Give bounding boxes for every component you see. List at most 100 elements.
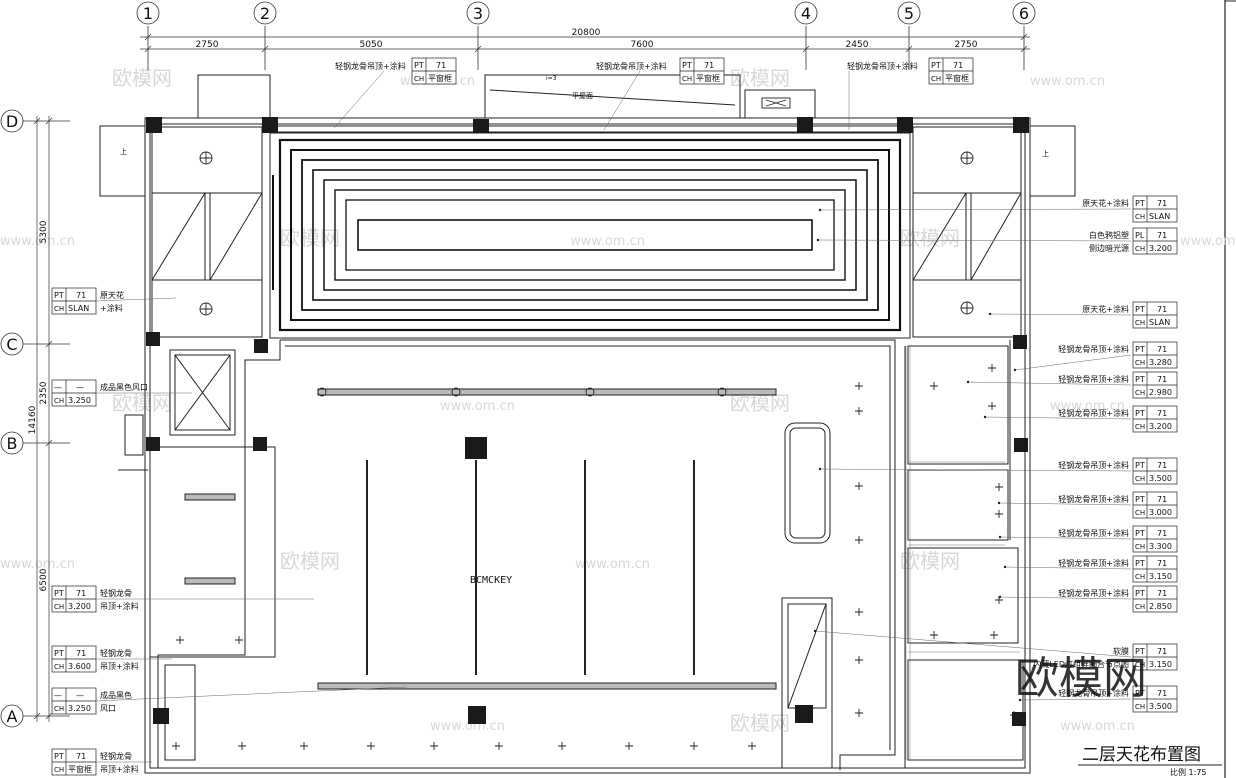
tag-value: 3.280 bbox=[1149, 358, 1172, 367]
watermark-brand: 欧模网 bbox=[900, 226, 960, 250]
dimension-value: 2750 bbox=[196, 40, 219, 50]
stair-up-label: 上 bbox=[120, 147, 127, 156]
tag-value: 3.200 bbox=[1149, 422, 1172, 431]
tag-code: PT bbox=[1135, 345, 1145, 354]
grid-label: A bbox=[7, 707, 18, 726]
tag-value: 3.150 bbox=[1149, 660, 1172, 669]
ceiling-tag: PT 71 CH 平窗框 轻钢龙骨吊顶+涂料 bbox=[333, 57, 457, 129]
watermark-url: www.om.cn bbox=[575, 557, 650, 572]
tag-ch: CH bbox=[54, 603, 64, 611]
watermark-url: www.om.cn bbox=[0, 234, 75, 249]
tag-description: 成品黑色风口 bbox=[100, 382, 148, 392]
ceiling-fixtures bbox=[199, 151, 1023, 725]
leader-line bbox=[967, 381, 1132, 386]
watermark-url: www.om.cn bbox=[1180, 234, 1236, 249]
ceiling-tag: PT 71 CH 平窗框 轻钢龙骨吊顶+涂料 bbox=[596, 57, 725, 131]
dimension-value: 6500 bbox=[39, 568, 49, 591]
tag-number: 71 bbox=[1157, 375, 1167, 384]
leader-dot bbox=[818, 208, 822, 212]
tag-number: 71 bbox=[704, 61, 714, 70]
tag-description: 轻钢龙骨吊顶+涂料 bbox=[1058, 374, 1129, 384]
dimension-lines-left bbox=[33, 116, 53, 722]
tag-value: SLAN bbox=[68, 304, 89, 313]
tag-code: PT bbox=[1135, 689, 1145, 698]
tag-number: 71 bbox=[1157, 199, 1167, 208]
wall-hatch bbox=[905, 346, 1020, 760]
grid-label: 3 bbox=[473, 4, 483, 23]
watermark-layer: 欧模网 www.om.cn 欧模网 www.om.cn www.om.cn 欧模… bbox=[0, 66, 1236, 735]
tag-code: — bbox=[54, 691, 62, 700]
tag-number: 71 bbox=[436, 61, 446, 70]
tag-code: PT bbox=[1135, 647, 1145, 656]
tag-description-2: 侧边暗光源 bbox=[1089, 243, 1129, 253]
watermark-brand: 欧模网 bbox=[730, 66, 790, 90]
watermark-logo: 欧模网 bbox=[1015, 653, 1147, 704]
tag-description: 轻钢龙骨吊顶+涂料 bbox=[1058, 460, 1129, 470]
tag-value: 2.980 bbox=[1149, 388, 1172, 397]
tag-ch: CH bbox=[1135, 475, 1145, 483]
tag-number: 71 bbox=[76, 649, 86, 658]
watermark-brand: 欧模网 bbox=[730, 711, 790, 735]
watermark-url: www.om.cn bbox=[430, 719, 505, 734]
tag-value: 3.600 bbox=[68, 662, 91, 671]
leader-line bbox=[819, 208, 1132, 211]
tag-value: 3.500 bbox=[1149, 474, 1172, 483]
leader-line bbox=[984, 416, 1132, 420]
tag-number: 71 bbox=[1157, 559, 1167, 568]
tag-ch: CH bbox=[1135, 423, 1145, 431]
tag-ch: CH bbox=[54, 397, 64, 405]
dimension-value: 2350 bbox=[39, 381, 49, 404]
leader-line bbox=[998, 502, 1132, 506]
grid-label: 6 bbox=[1019, 4, 1029, 23]
tag-number: 71 bbox=[1157, 529, 1167, 538]
leader-dot bbox=[983, 415, 987, 419]
tag-description: 轻钢龙骨吊顶+涂料 bbox=[1058, 494, 1129, 504]
tag-code: PL bbox=[1135, 231, 1145, 240]
tag-description-2: 风口 bbox=[100, 704, 116, 713]
tag-value: 3.150 bbox=[1149, 572, 1172, 581]
watermark-brand: 欧模网 bbox=[112, 391, 172, 415]
leader-line bbox=[1014, 354, 1132, 371]
tag-description: 成品黑色 bbox=[100, 690, 132, 700]
tag-code: — bbox=[54, 383, 62, 392]
tag-ch: CH bbox=[1135, 703, 1145, 711]
watermark-brand: 欧模网 bbox=[280, 226, 340, 250]
tag-ch: CH bbox=[1135, 245, 1145, 253]
tag-value: 3.200 bbox=[68, 602, 91, 611]
tag-code: PT bbox=[1135, 461, 1145, 470]
tag-description: 轻钢龙骨吊顶+涂料 bbox=[1058, 408, 1129, 418]
watermark-url: www.om.cn bbox=[440, 399, 515, 414]
tag-value: 2.850 bbox=[1149, 602, 1172, 611]
tag-value: 3.300 bbox=[1149, 542, 1172, 551]
watermark-url: www.om.cn bbox=[570, 234, 645, 249]
tag-value: SLAN bbox=[1149, 212, 1170, 221]
leader-dot bbox=[813, 629, 817, 633]
tag-description-2: 吊顶+涂料 bbox=[100, 764, 139, 774]
watermark-url: www.om.cn bbox=[1060, 719, 1135, 734]
tag-ch: CH bbox=[682, 75, 692, 83]
grid-label: B bbox=[7, 434, 18, 453]
row-grid bbox=[0, 109, 70, 728]
tag-ch: CH bbox=[414, 75, 424, 83]
tag-description: 轻钢龙骨吊顶+涂料 bbox=[1058, 344, 1129, 354]
column-grid bbox=[136, 1, 1036, 70]
tag-description: 白色鸦铝塑 bbox=[1089, 230, 1129, 240]
tag-ch: CH bbox=[54, 766, 64, 774]
tag-number: — bbox=[76, 383, 84, 392]
tag-code: PT bbox=[931, 61, 941, 70]
tag-value: 平窗框 bbox=[945, 73, 969, 83]
tag-ch: CH bbox=[54, 663, 64, 671]
dimension-value: 5300 bbox=[39, 220, 49, 243]
ceiling-tag: PT 71 CH SLAN 原天花 +涂料 bbox=[51, 287, 177, 315]
tag-code: PT bbox=[682, 61, 692, 70]
tag-code: PT bbox=[1135, 589, 1145, 598]
tag-ch: CH bbox=[1135, 603, 1145, 611]
